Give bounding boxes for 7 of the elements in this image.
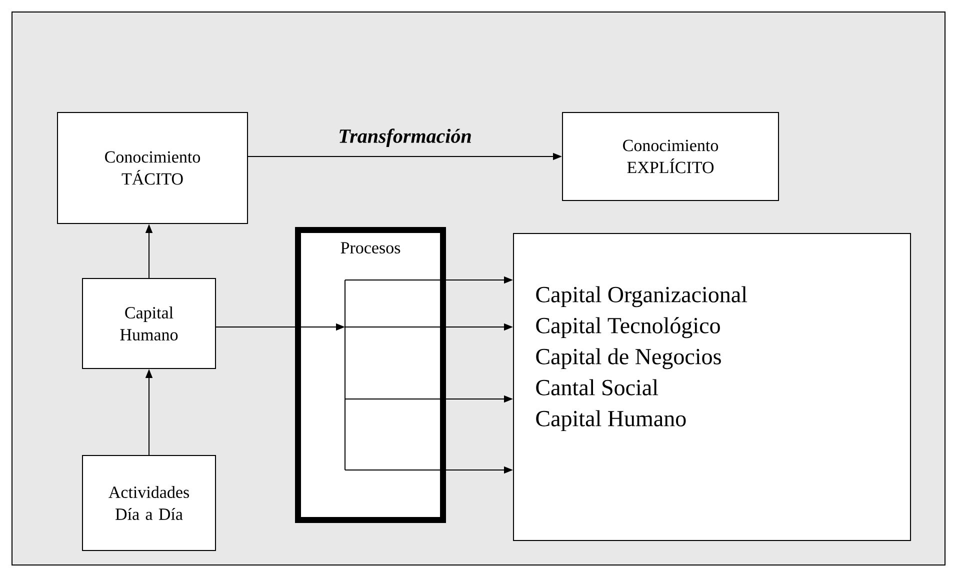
text-box: Conocimiento EXPLÍCITO xyxy=(562,112,779,201)
text-box: Capital Organizacional Capital Tecnológico Capital de Negocios Cantal Social Capital Humano xyxy=(513,233,911,541)
edge-label: Transformación xyxy=(340,128,471,147)
text-box: Conocimiento TÁCITO xyxy=(57,112,248,224)
process-box: Procesos xyxy=(295,227,446,523)
text-box: Capital Humano xyxy=(82,278,216,369)
text-box: Actividades Día a Día xyxy=(82,455,216,551)
